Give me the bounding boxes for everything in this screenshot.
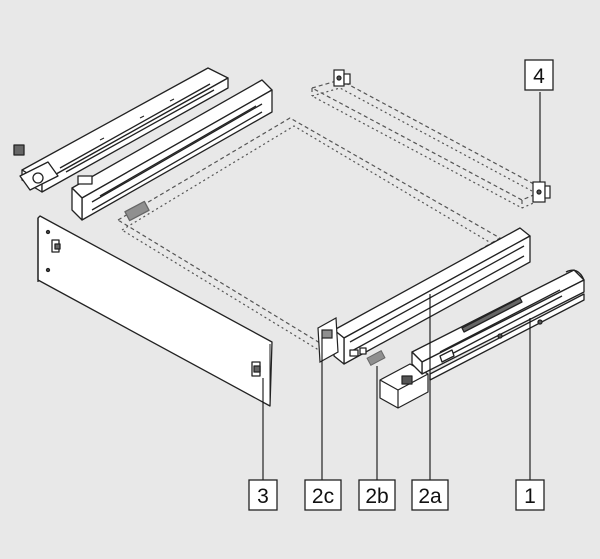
rear-fitting-right: [532, 181, 551, 203]
callout-2b-label: 2b: [365, 485, 388, 508]
callout-2a: 2a: [411, 479, 449, 511]
front-fixing-clip-right: [251, 361, 261, 377]
right-drawer-side-2a: [333, 227, 531, 365]
back-panel-outline: [310, 79, 547, 209]
left-drawer-side: [71, 79, 273, 222]
callout-2b: 2b: [358, 479, 396, 511]
front-fixing-2c: [317, 317, 339, 363]
callout-1: 1: [515, 479, 545, 511]
rear-fitting-left: [333, 69, 351, 87]
callout-2c-label: 2c: [312, 485, 334, 508]
front-panel: [37, 215, 273, 407]
callout-3-label: 3: [257, 485, 269, 508]
left-runner-rail: [13, 67, 229, 193]
callout-4-label: 4: [533, 65, 545, 88]
callout-2c: 2c: [304, 479, 342, 511]
callout-2a-label: 2a: [418, 485, 442, 508]
pad-2b: [366, 350, 386, 366]
callout-1-label: 1: [524, 485, 536, 508]
leader-lines: [262, 92, 541, 480]
locking-device: [379, 363, 429, 409]
callout-3: 3: [248, 479, 278, 511]
front-fixing-clip-left: [51, 239, 61, 253]
runner-1: [411, 269, 585, 381]
callout-4: 4: [524, 59, 554, 91]
